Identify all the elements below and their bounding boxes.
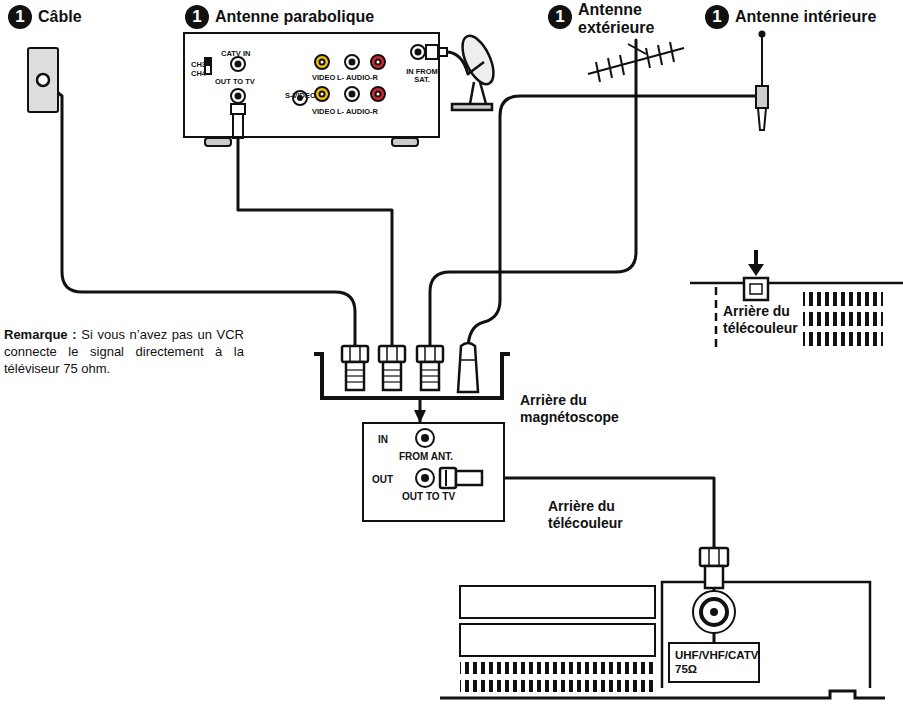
callout-number: 1 [705,5,729,29]
connector-tray [314,343,510,400]
outdoor-antenna [588,42,684,82]
port-label: UHF/VHF/CATV 75Ω [675,648,753,677]
source-cables [43,40,756,350]
callout-number: 1 [8,5,32,29]
port-label: CH4 [191,70,206,78]
part-caption: Arrière du télécouleur [723,303,801,337]
source-heading: Câble [38,8,158,26]
port-label: IN [378,435,388,445]
source-heading: Antenne parabolique [215,8,415,26]
port-label: FROM ANT. [399,452,453,462]
port-label: VIDEO [312,74,335,82]
part-caption: Arrière du magnétoscope [520,392,632,426]
indoor-antenna [756,32,768,131]
port-label: S-VIDEO [285,92,316,100]
satellite-receiver: CH3CH4CATV INOUT TO TVS-VIDEOVIDEOL- AUD… [183,32,440,138]
source-heading: Antenne intérieure [735,8,899,26]
port-label: CH3 [191,61,206,69]
note-text: Remarque : Si vous n’avez pas un VCR con… [4,326,244,377]
note-heading: Remarque : [4,327,77,342]
tv-rear-partial [690,250,903,352]
port-label: OUT [372,475,393,485]
part-caption: Arrière du télécouleur [548,498,638,532]
port-label: OUT TO TV [402,492,455,502]
wall-plate [28,48,58,112]
tv-rear-panel [440,548,885,698]
port-label: OUT TO TV [215,78,255,86]
satellite-dish [452,31,500,110]
source-heading: Antenne extérieure [578,1,668,37]
vcr-rear-panel: IN FROM ANT. OUT OUT TO TV [362,422,505,522]
port-label: IN FROM SAT. [405,68,439,85]
port-label: CATV IN [221,50,250,58]
port-label: VIDEO [312,108,335,116]
callout-number: 1 [548,5,572,29]
port-label: L- AUDIO-R [337,74,378,82]
port-label: L- AUDIO-R [337,108,378,116]
antenna-input-label: UHF/VHF/CATV 75Ω [668,642,760,683]
callout-number: 1 [185,5,209,29]
receiver-jacks [205,45,447,146]
